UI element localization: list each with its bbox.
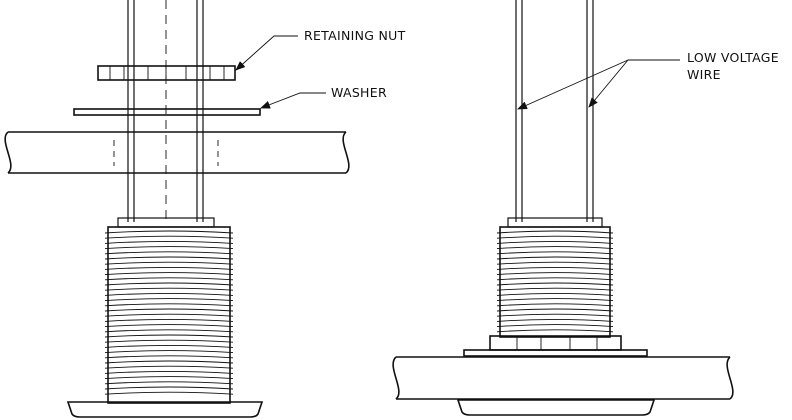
right-assembly bbox=[392, 0, 734, 416]
thread-line bbox=[496, 256, 614, 260]
thread-line bbox=[104, 235, 234, 239]
callout-retaining-nut: RETAINING NUT bbox=[235, 28, 406, 71]
thread-line bbox=[104, 308, 234, 312]
right-flange bbox=[456, 399, 656, 416]
thread-line bbox=[104, 266, 234, 270]
thread-line bbox=[496, 298, 614, 302]
label-low-voltage-line2: WIRE bbox=[687, 67, 721, 82]
callout-washer: WASHER bbox=[260, 85, 387, 109]
thread-line bbox=[496, 329, 614, 333]
thread-line bbox=[104, 246, 234, 250]
thread-line bbox=[104, 313, 234, 317]
label-retaining-nut: RETAINING NUT bbox=[304, 28, 406, 43]
thread-line bbox=[496, 235, 614, 239]
thread-line bbox=[104, 240, 234, 244]
left-tube bbox=[127, 0, 204, 222]
thread-line bbox=[496, 318, 614, 322]
thread-line bbox=[496, 313, 614, 317]
thread-line bbox=[496, 230, 614, 234]
thread-line bbox=[104, 344, 234, 348]
thread-line bbox=[104, 287, 234, 291]
thread-line bbox=[496, 287, 614, 291]
thread-line bbox=[104, 386, 234, 390]
thread-line bbox=[496, 282, 614, 286]
thread-line bbox=[496, 277, 614, 281]
thread-line bbox=[104, 355, 234, 359]
thread-line bbox=[104, 298, 234, 302]
thread-line bbox=[104, 391, 234, 395]
thread-line bbox=[104, 292, 234, 296]
thread-line bbox=[104, 329, 234, 333]
low-voltage-wire bbox=[515, 0, 594, 222]
right-nut bbox=[463, 335, 648, 357]
thread-line bbox=[104, 303, 234, 307]
callout-low-voltage-wire: LOW VOLTAGE WIRE bbox=[517, 50, 779, 110]
thread-line bbox=[104, 381, 234, 385]
right-mounting-surface bbox=[392, 356, 734, 400]
thread-line bbox=[104, 376, 234, 380]
thread-line bbox=[104, 350, 234, 354]
thread-line bbox=[496, 308, 614, 312]
thread-line bbox=[496, 240, 614, 244]
thread-line bbox=[496, 266, 614, 270]
label-low-voltage-line1: LOW VOLTAGE bbox=[687, 50, 779, 65]
thread-line bbox=[496, 324, 614, 328]
thread-line bbox=[104, 272, 234, 276]
thread-line bbox=[104, 261, 234, 265]
left-flange bbox=[66, 401, 264, 418]
retaining-nut bbox=[97, 65, 236, 81]
thread-line bbox=[104, 365, 234, 369]
thread-line bbox=[104, 277, 234, 281]
left-mounting-surface bbox=[4, 131, 350, 174]
thread-line bbox=[104, 360, 234, 364]
thread-line bbox=[496, 292, 614, 296]
thread-line bbox=[104, 370, 234, 374]
thread-line bbox=[104, 256, 234, 260]
label-washer: WASHER bbox=[331, 85, 387, 100]
thread-line bbox=[496, 261, 614, 265]
washer bbox=[73, 108, 261, 116]
thread-line bbox=[104, 282, 234, 286]
thread-line bbox=[104, 230, 234, 234]
thread-line bbox=[496, 246, 614, 250]
thread-line bbox=[496, 272, 614, 276]
thread-line bbox=[104, 334, 234, 338]
thread-line bbox=[104, 318, 234, 322]
left-assembly bbox=[4, 0, 350, 418]
thread-line bbox=[104, 251, 234, 255]
left-threaded-body bbox=[104, 217, 234, 404]
thread-line bbox=[496, 303, 614, 307]
thread-line bbox=[104, 339, 234, 343]
thread-line bbox=[104, 324, 234, 328]
right-threaded-body bbox=[496, 217, 614, 338]
thread-line bbox=[496, 251, 614, 255]
